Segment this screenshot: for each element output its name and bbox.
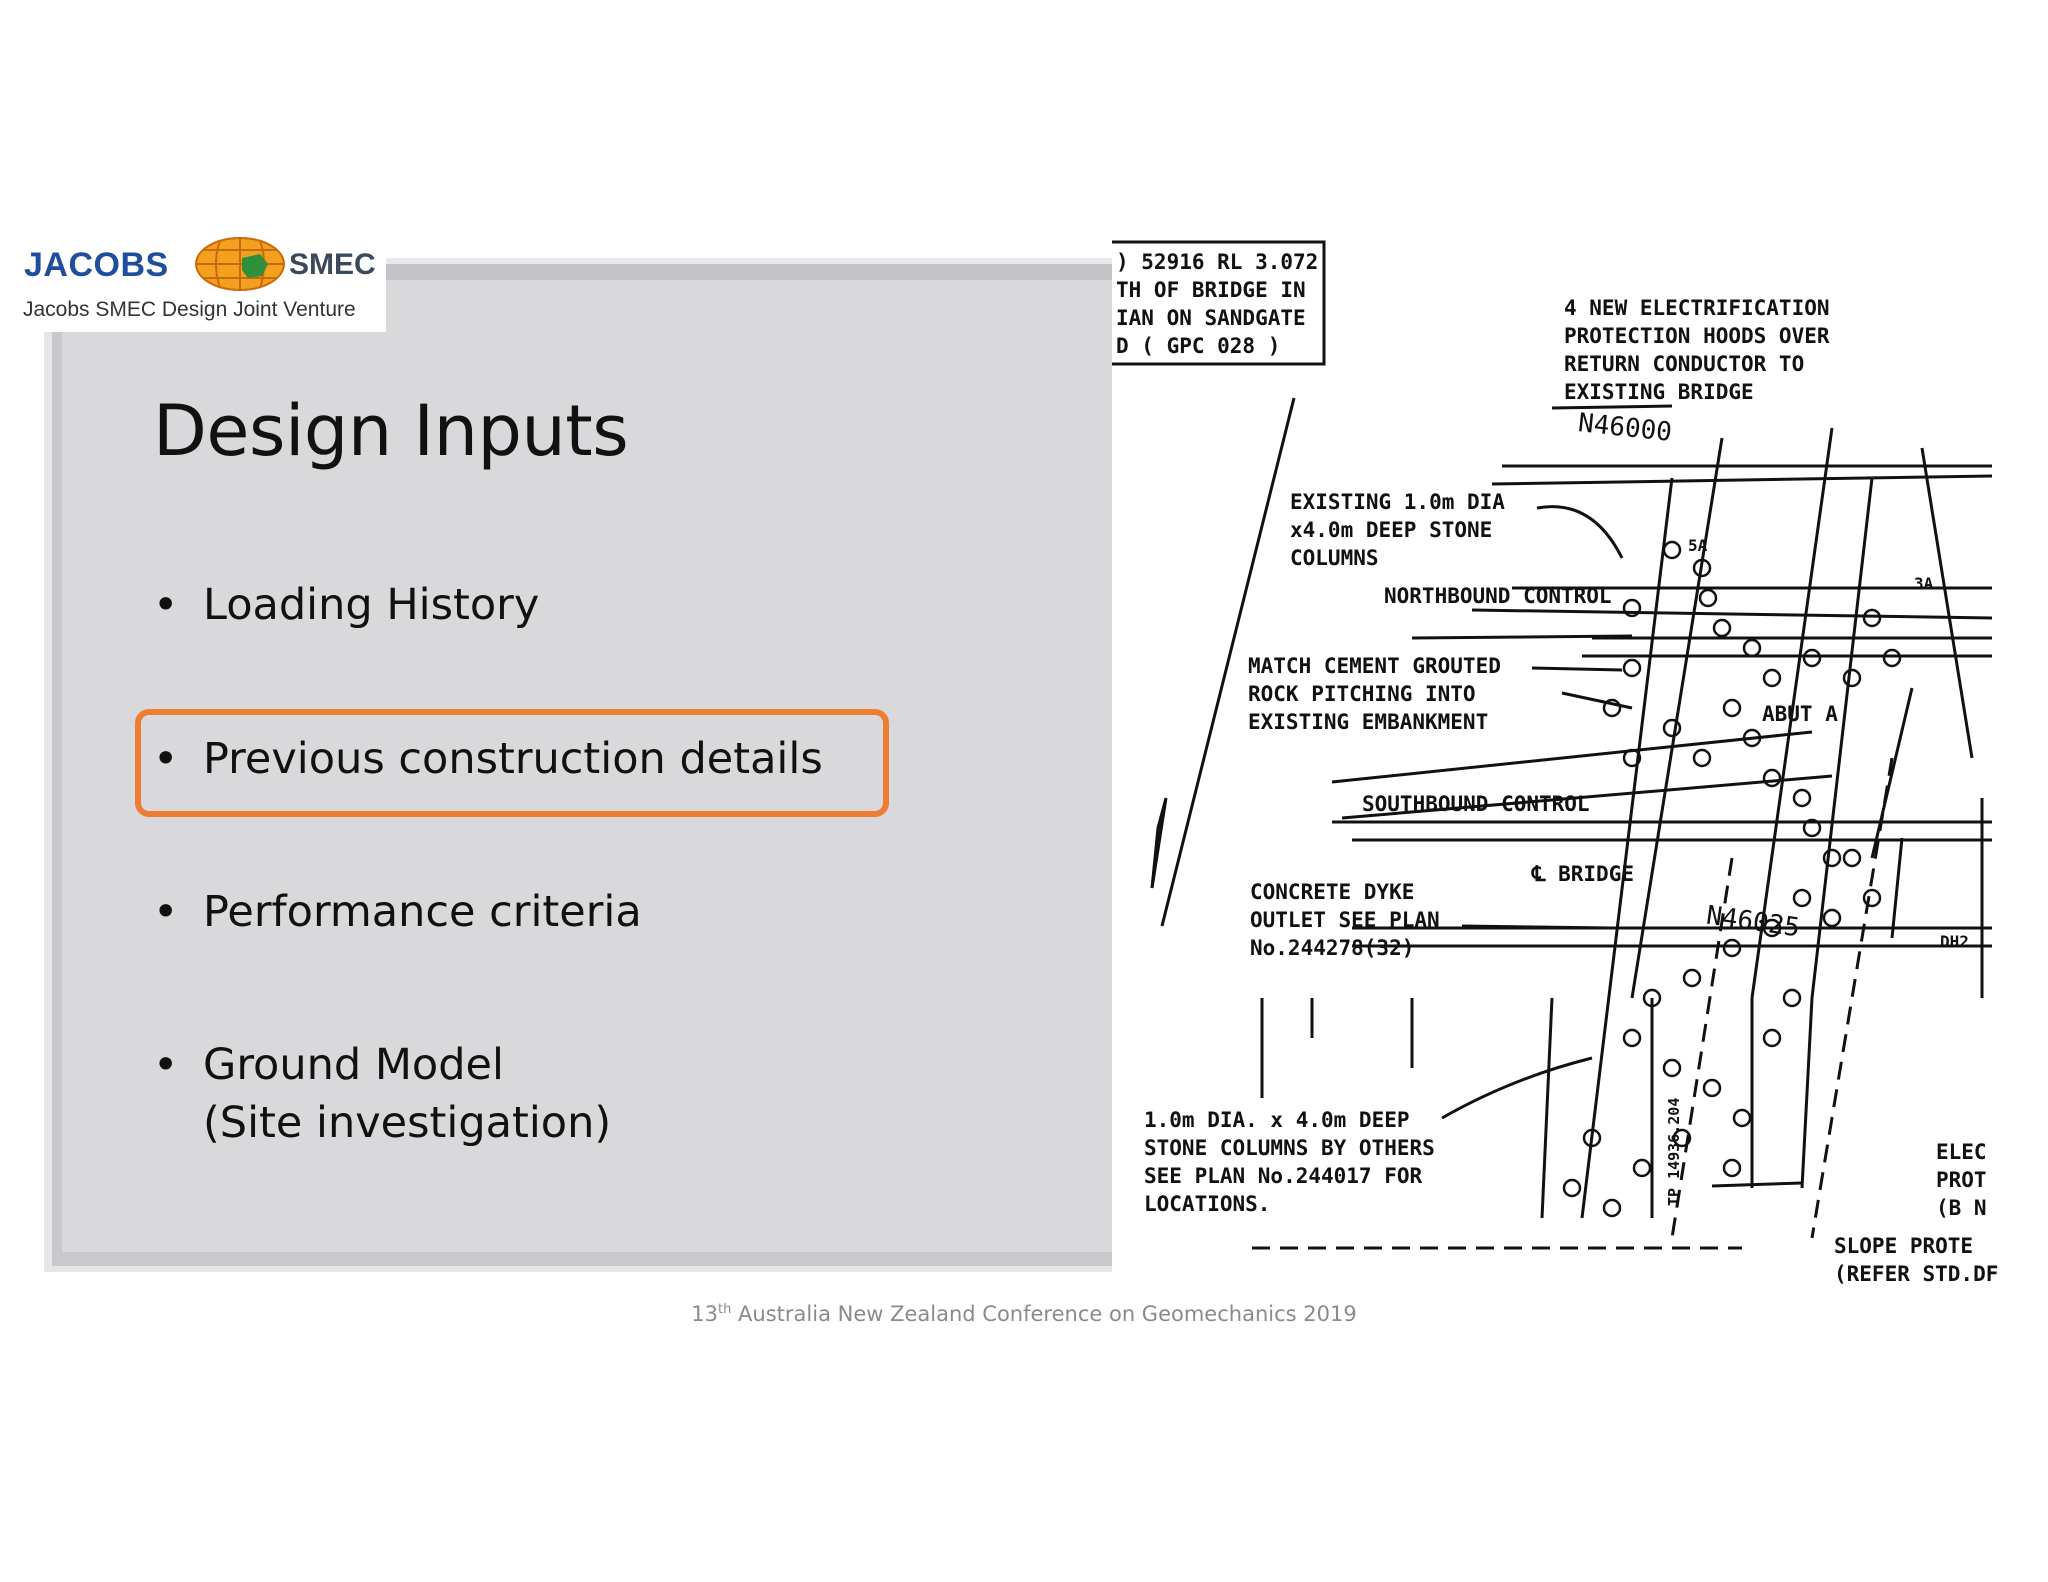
drawing-linework (1112, 240, 1992, 1250)
drawing-label-tp: TP 14936.204 (1665, 1097, 1683, 1206)
smec-wordmark: SMEC (289, 248, 376, 281)
bullet-marker: • (153, 734, 179, 784)
bullet-text: Ground Model (203, 1040, 504, 1090)
logo-tagline: Jacobs SMEC Design Joint Venture (23, 298, 356, 321)
bullet-marker: • (153, 887, 179, 937)
slide-title: Design Inputs (153, 390, 629, 472)
jacobs-wordmark: JACOBS (24, 246, 169, 284)
drawing-label-3a: 3A (1914, 574, 1934, 593)
bullet-text: Performance criteria (203, 887, 642, 937)
highlight-box (135, 709, 889, 817)
drawing-label-northbound: NORTHBOUND CONTROL (1384, 584, 1612, 608)
drawing-label-5a: 5A (1688, 536, 1708, 555)
slide-panel (62, 280, 1114, 1252)
bullet-marker: • (153, 580, 179, 630)
bullet-text: Loading History (203, 580, 540, 630)
bullet-text-line2: (Site investigation) (203, 1098, 612, 1148)
drawing-label-bridge: ℄ BRIDGE (1532, 862, 1634, 886)
drawing-label-abut: ABUT A (1762, 702, 1838, 726)
bullet-marker: • (153, 1040, 179, 1090)
bullet-text: Previous construction details (203, 734, 823, 784)
drawing-label-slope: SLOPE PROTE(REFER STD.DF (1834, 1234, 1999, 1286)
jacobs-smec-logo: JACOBS SMEC Jacobs SMEC Design Joint Ven… (16, 232, 386, 332)
drawing-label-southbound: SOUTHBOUND CONTROL (1362, 792, 1590, 816)
footer-conference: 13th Australia New Zealand Conference on… (691, 1302, 1357, 1326)
footer-superscript: th (718, 1302, 732, 1317)
globe-icon (195, 237, 285, 291)
drawing-label-dh2: DH2 (1940, 932, 1969, 951)
